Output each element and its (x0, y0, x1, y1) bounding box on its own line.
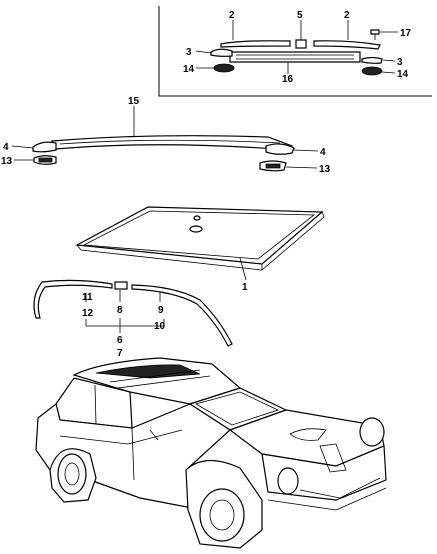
label-1: 1 (242, 282, 248, 293)
label-9: 9 (158, 305, 164, 316)
label-13: 13 (319, 164, 331, 175)
label-4: 4 (3, 142, 9, 153)
inset-seal-14-right (361, 66, 383, 76)
seal-13-right (259, 160, 287, 172)
roof-molding-15 (51, 135, 293, 151)
label-14: 14 (397, 69, 409, 80)
label-6: 6 (117, 335, 123, 346)
inset-seal-14-left (213, 63, 235, 73)
roof-lining-1 (74, 206, 325, 271)
inset-sunroof-molding-16 (229, 51, 361, 63)
inset-end-cap-3-left (210, 48, 233, 57)
label-8: 8 (117, 305, 123, 316)
inset-roof-molding-2-left (220, 40, 291, 48)
label-15: 15 (128, 96, 140, 107)
end-cap-4-right (265, 143, 295, 155)
label-10: 10 (154, 321, 166, 332)
drip-molding-9-right (131, 284, 233, 347)
label-16: 16 (282, 74, 294, 85)
drip-molding-11-left (33, 279, 113, 319)
label-11: 11 (82, 292, 93, 303)
label-3: 3 (397, 57, 403, 68)
inset-roof-molding-2-right (313, 40, 381, 50)
label-13: 13 (1, 156, 13, 167)
label-2: 2 (229, 10, 235, 21)
inset-screw-17 (370, 29, 380, 40)
car-illustration (35, 357, 387, 549)
label-14: 14 (183, 64, 195, 75)
inset-clip-5 (295, 39, 307, 49)
joint-clip-8 (114, 281, 128, 290)
inset-end-cap-3-right (361, 56, 383, 64)
label-4: 4 (320, 147, 326, 158)
end-cap-4-left (32, 141, 57, 153)
label-3: 3 (186, 47, 192, 58)
label-12: 12 (82, 308, 94, 319)
seal-13-left (33, 155, 57, 165)
label-5: 5 (297, 10, 303, 21)
label-17: 17 (400, 28, 412, 39)
inset-box (158, 6, 432, 97)
label-2: 2 (344, 10, 350, 21)
label-7: 7 (117, 348, 123, 359)
